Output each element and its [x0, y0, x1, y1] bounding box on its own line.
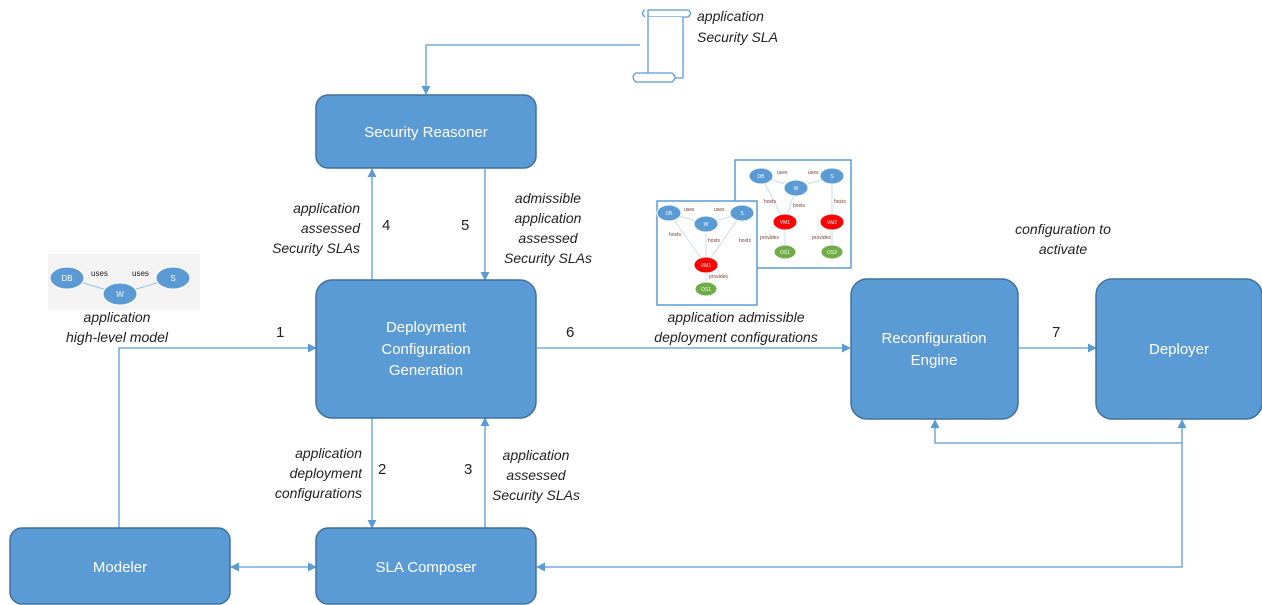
arrow-1 [118, 343, 317, 528]
front-edge-hosts-1: hosts [669, 232, 681, 238]
back-node-os1: OS1 [780, 250, 790, 256]
flow-4-label-line3: Security SLAs [272, 240, 360, 256]
model-node-s-label: S [170, 274, 175, 283]
model-node-db [49, 266, 85, 290]
modeler-label: Modeler [93, 559, 147, 576]
back-edge-hosts-2: hosts [793, 203, 805, 209]
front-node-os1: OS1 [701, 287, 711, 293]
high-level-model-thumbnail: DB W S uses uses [48, 254, 200, 310]
back-node-w: W [794, 186, 799, 192]
flow-6-number: 6 [566, 324, 574, 341]
front-edge-uses-2: uses [714, 207, 725, 213]
flow-1-label-line1: application [84, 309, 151, 325]
flow-3-label-line2: assessed [506, 467, 566, 483]
deployment-label-line3: Generation [389, 362, 463, 379]
flow-3-number: 3 [464, 461, 472, 478]
flow-1-label-line2: high-level model [66, 329, 169, 345]
back-edge-uses-2: uses [808, 170, 819, 176]
flow-5-label-line2: application [515, 210, 582, 226]
config-thumbnail-front: DB W S VM1 OS1 uses uses hosts hosts hos… [656, 200, 758, 306]
modeler-box[interactable]: Modeler [9, 527, 231, 605]
composer-deployer-arrow [536, 443, 1183, 572]
front-node-db: DB [666, 211, 674, 217]
front-node-w: W [704, 222, 709, 228]
model-node-s [155, 266, 191, 290]
deployment-label-line1: Deployment [386, 319, 467, 336]
flow-2-label-line2: deployment [290, 465, 363, 481]
deployer-box[interactable]: Deployer [1095, 278, 1262, 420]
flow-2-number: 2 [378, 461, 386, 478]
model-node-db-label: DB [61, 274, 72, 283]
model-edge-label-1: uses [91, 269, 108, 278]
front-edge-provides: provides [709, 274, 728, 280]
flow-2-label-line1: application [295, 445, 362, 461]
flow-6-label-line1: application admissible [668, 309, 805, 325]
front-node-s: S [740, 211, 744, 217]
flow-4-label-line2: assessed [301, 220, 361, 236]
flow-4-label-line1: application [293, 200, 360, 216]
flow-3-label-line3: Security SLAs [492, 487, 580, 503]
deployment-configuration-generation-box[interactable]: Deployment Configuration Generation [315, 279, 537, 419]
back-node-db: DB [758, 174, 766, 180]
flow-7-label-line2: activate [1039, 241, 1087, 257]
sla-composer-box[interactable]: SLA Composer [315, 527, 537, 605]
flow-5-label-line3: assessed [518, 230, 578, 246]
model-edge-label-2: uses [132, 269, 149, 278]
flow-7-number: 7 [1052, 324, 1060, 341]
back-node-vm2: VM2 [827, 220, 838, 226]
flow-5-number: 5 [461, 217, 469, 234]
sla-composer-label: SLA Composer [376, 559, 477, 576]
scroll-document-icon [632, 9, 692, 83]
model-node-w [102, 282, 138, 306]
flow-5-label-line1: admissible [515, 190, 581, 206]
front-node-vm1: VM1 [701, 263, 712, 269]
back-edge-uses-1: uses [777, 170, 788, 176]
back-edge-hosts-3: hosts [834, 199, 846, 205]
deployment-label-line2: Configuration [381, 341, 470, 358]
deployer-reconf-feedback-arrow [930, 419, 1187, 444]
security-reasoner-box[interactable]: Security Reasoner [315, 94, 537, 169]
deployer-label: Deployer [1149, 341, 1209, 358]
document-to-reasoner-arrow [421, 44, 640, 95]
document-label-line1: application [697, 8, 764, 24]
flow-6-label-line2: deployment configurations [654, 329, 817, 345]
flow-1-number: 1 [276, 324, 284, 341]
flow-7-label-line1: configuration to [1015, 221, 1111, 237]
flow-5-label-line4: Security SLAs [504, 250, 592, 266]
reconfiguration-label-line1: Reconfiguration [881, 330, 986, 347]
flow-2-label-line3: configurations [275, 485, 362, 501]
back-node-vm1: VM1 [780, 220, 791, 226]
back-edge-hosts-1: hosts [764, 199, 776, 205]
back-node-os2: OS2 [827, 250, 837, 256]
reconfiguration-label-line2: Engine [911, 352, 958, 369]
back-node-s: S [830, 174, 834, 180]
flow-4-number: 4 [382, 217, 390, 234]
flow-3-label-line1: application [503, 447, 570, 463]
front-edge-hosts-3: hosts [739, 238, 751, 244]
front-edge-uses-1: uses [684, 207, 695, 213]
security-reasoner-label: Security Reasoner [364, 124, 487, 141]
back-edge-provides-2: provides [812, 235, 831, 241]
document-label-line2: Security SLA [697, 29, 778, 45]
reconfiguration-engine-box[interactable]: Reconfiguration Engine [850, 278, 1019, 420]
model-node-w-label: W [116, 290, 124, 299]
back-edge-provides-1: provides [760, 235, 779, 241]
front-edge-hosts-2: hosts [708, 238, 720, 244]
